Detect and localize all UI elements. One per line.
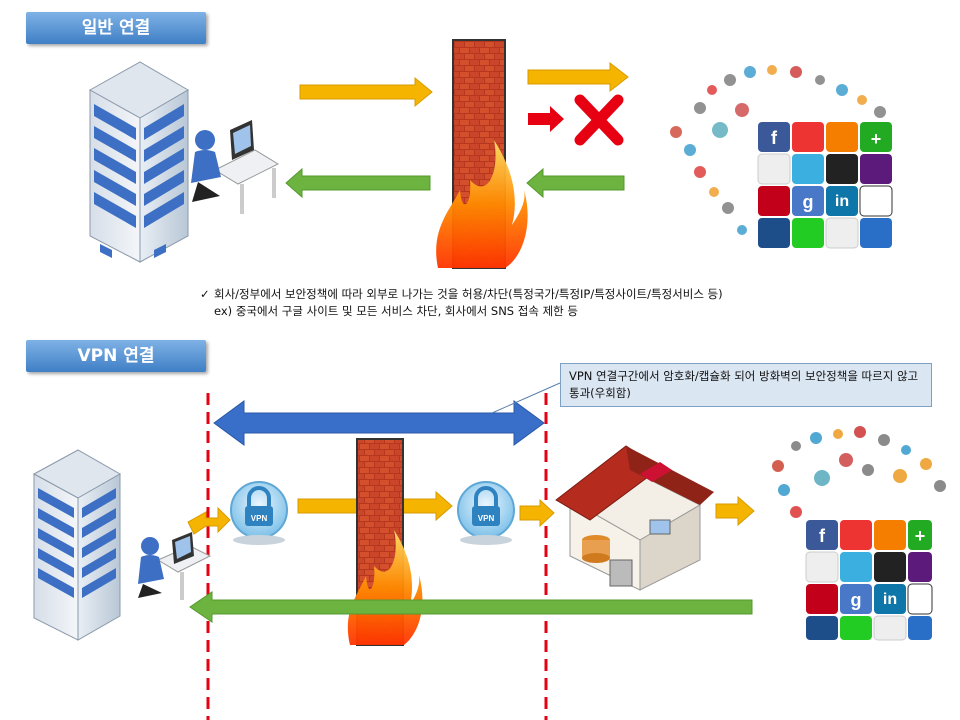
vpn-tunnel-arrow (213, 400, 545, 446)
svg-text:f: f (819, 526, 826, 546)
firewall-icon (436, 39, 528, 269)
building-icon-vpn (32, 449, 122, 641)
outbound-arrow (299, 76, 433, 108)
vpn-callout: VPN 연결구간에서 암호화/캡슐화 되어 방화벽의 보안정책을 따르지 않고 … (560, 363, 932, 407)
svg-text:in: in (883, 591, 897, 608)
vpn-return-arrow (189, 591, 753, 623)
social-cloud-icon-vpn: f + in g (772, 426, 946, 641)
server-to-internet-arrow (715, 495, 755, 527)
social-cloud-icon: f + in g (670, 65, 893, 249)
policy-notes: ✓ 회사/정부에서 보안정책에 따라 외부로 나가는 것을 허용/차단(특정국가… (200, 286, 723, 320)
user-to-vpn-arrow (187, 506, 231, 535)
vpn-badge-label-left: VPN (251, 514, 268, 523)
vpn-lock-icon-right (457, 481, 515, 545)
vpn-lock-icon-left (230, 481, 288, 545)
note-line-2: ex) 중국에서 구글 사이트 및 모든 서비스 차단, 회사에서 SNS 접속… (214, 304, 578, 318)
svg-text:+: + (915, 526, 926, 546)
svg-text:+: + (871, 129, 882, 149)
note-line-1: 회사/정부에서 보안정책에 따라 외부로 나가는 것을 허용/차단(특정국가/특… (214, 287, 723, 301)
vpn-to-server-arrow (519, 498, 555, 528)
normal-connection-label: 일반 연결 (26, 12, 206, 44)
callout-pointer (491, 382, 561, 414)
vpn-badge-label-right: VPN (478, 514, 495, 523)
checkmark-icon: ✓ (200, 287, 210, 301)
building-icon (88, 61, 189, 263)
vpn-server-house-icon (555, 445, 714, 591)
svg-text:f: f (771, 128, 778, 148)
return-arrow (285, 167, 431, 199)
blocked-arrow (528, 106, 564, 132)
svg-text:in: in (835, 193, 849, 210)
incoming-arrow (526, 167, 625, 199)
svg-text:g: g (803, 192, 814, 212)
blocked-x-icon (574, 94, 624, 146)
svg-text:g: g (851, 590, 862, 610)
allowed-arrow (527, 61, 629, 93)
user-at-computer-icon-vpn (138, 532, 212, 600)
user-at-computer-icon (191, 120, 280, 214)
vpn-connection-label: VPN 연결 (26, 340, 206, 372)
